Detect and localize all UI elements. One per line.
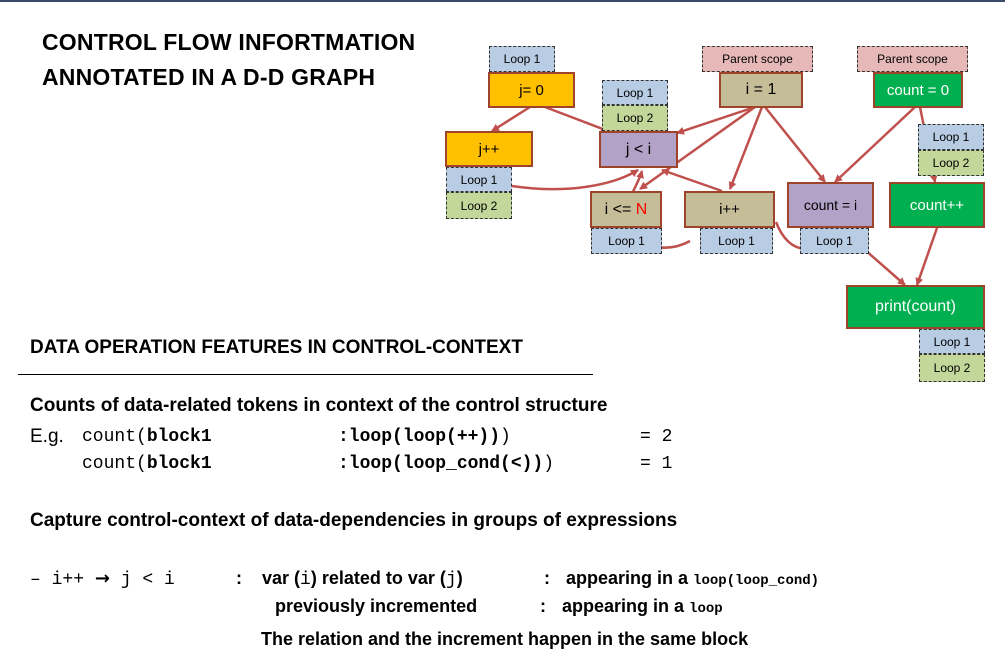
node-j-increment: j++ [445, 131, 533, 167]
dep-rel-post: ) [456, 568, 463, 588]
example-1-arg: block1 [146, 427, 212, 447]
dep-colon-2: : [544, 568, 550, 588]
dep-appear-2-code: loop [689, 601, 723, 617]
section-divider [18, 374, 593, 375]
node-count-init: count = 0 [873, 72, 963, 108]
node-count-increment: count++ [889, 182, 985, 228]
example-label: E.g. [30, 426, 64, 447]
node-count-assign-i: count = i [787, 182, 874, 228]
edge-count0-counti [834, 106, 916, 183]
node-i-increment: i++ [684, 191, 775, 228]
example-1-fn: count(block1 [82, 427, 212, 447]
edge-i1-jlti [676, 105, 756, 135]
edge-j0-jlti [544, 105, 609, 133]
example-1-close: ) [500, 427, 511, 447]
tag-jpp-loop1: Loop 1 [446, 167, 512, 192]
dep-relation: var (i) related to var (j) [262, 568, 463, 590]
dep-rel-pre: var ( [262, 568, 301, 588]
tag-i1-parent: Parent scope [702, 46, 813, 72]
dep-rel-j: j [445, 570, 457, 590]
edge-i1-ipp [728, 106, 764, 190]
dep-rel-mid: ) related to var ( [310, 568, 446, 588]
tag-j0-loop1: Loop 1 [489, 46, 555, 72]
node-j-lt-i: j < i [599, 131, 678, 168]
edge-jpp-jlti [511, 168, 639, 191]
example-2-fn: count(block1 [82, 454, 212, 474]
example-1-ctx-code: :loop(loop(++)) [338, 427, 501, 447]
tag-count0-parent: Parent scope [857, 46, 968, 72]
capture-heading: Capture control-context of data-dependen… [30, 510, 678, 531]
example-1-result: = 2 [640, 427, 673, 447]
node-i-init: i = 1 [719, 72, 803, 108]
edge-countpp-print [915, 227, 939, 286]
example-2-ctx: :loop(loop_cond(<))) [338, 454, 554, 474]
dep-prev-incremented: previously incremented [275, 596, 478, 616]
dep-appear-1: appearing in a loop(loop_cond) [566, 568, 819, 589]
dep-expression: – i++ → j < i [30, 568, 175, 590]
node-i-le-n-prefix: i <= [604, 200, 636, 218]
dep-appear-2-text: appearing in a [562, 596, 685, 616]
dep-conclusion: The relation and the increment happen in… [261, 629, 749, 649]
dep-appear-2: appearing in a loop [562, 596, 723, 617]
dep-colon-1: : [236, 568, 242, 588]
slide-title-line2: ANNOTATED IN A D-D GRAPH [42, 64, 376, 90]
tag-jlti-loop2: Loop 2 [602, 105, 668, 131]
edge-i1-ileN [639, 105, 756, 191]
node-i-le-n: i <= N [590, 191, 662, 228]
dep-appear-1-text: appearing in a [566, 568, 689, 588]
tag-ipp-loop1: Loop 1 [700, 228, 773, 254]
dep-colon-3: : [540, 596, 546, 616]
edge-j0-jpp [491, 105, 531, 133]
tag-countpp-loop1: Loop 1 [918, 124, 984, 150]
tag-print-loop1: Loop 1 [919, 329, 985, 354]
example-2-ctx-code: :loop(loop_cond(<)) [338, 454, 544, 474]
example-2-close: ) [543, 454, 555, 474]
node-print-count: print(count) [846, 285, 985, 329]
node-j-init: j= 0 [488, 72, 575, 108]
dep-appear-1-code: loop(loop_cond) [693, 573, 820, 589]
dep-from: i++ [51, 570, 85, 590]
slide-title-line1: CONTROL FLOW INFORTMATION [42, 29, 416, 55]
tag-counti-loop1: Loop 1 [800, 228, 869, 254]
example-2-result: = 1 [640, 454, 673, 474]
counts-heading: Counts of data-related tokens in context… [30, 395, 608, 416]
example-1-fn-name: count( [82, 427, 147, 447]
edge-i1-counti [764, 106, 826, 183]
tag-print-loop2: Loop 2 [919, 354, 985, 382]
tag-jpp-loop2: Loop 2 [446, 192, 512, 219]
example-1-ctx: :loop(loop(++))) [338, 427, 511, 447]
dep-to: j < i [120, 570, 175, 590]
section-title: DATA OPERATION FEATURES IN CONTROL-CONTE… [30, 337, 523, 358]
tag-countpp-loop2: Loop 2 [918, 150, 984, 176]
example-2-fn-name: count( [82, 454, 147, 474]
tag-jlti-loop1: Loop 1 [602, 80, 668, 105]
node-i-le-n-var: N [635, 200, 648, 218]
tag-ileN-loop1: Loop 1 [591, 228, 662, 254]
dep-dash: – [30, 570, 41, 590]
top-border [0, 0, 1005, 2]
edge-ipp-jlti [661, 168, 723, 193]
example-2-arg: block1 [146, 454, 212, 474]
dep-rel-i: i [300, 570, 311, 590]
dep-arrow-icon: → [94, 568, 110, 589]
